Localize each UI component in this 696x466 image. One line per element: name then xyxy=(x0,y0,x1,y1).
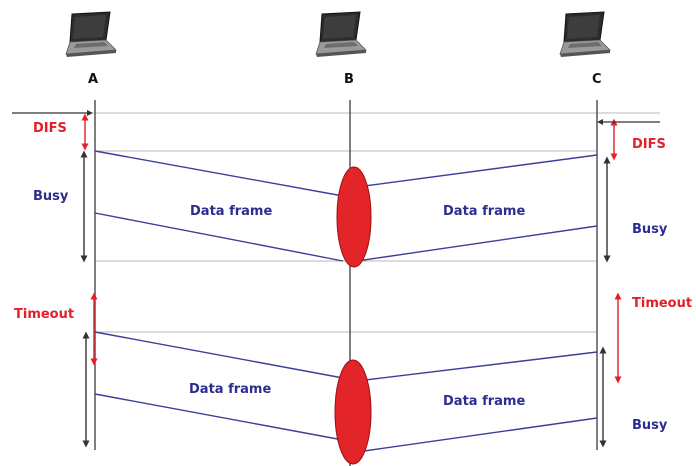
data-frame-label-3: Data frame xyxy=(189,382,272,397)
laptop-icon xyxy=(315,11,367,58)
data-frame-label-4: Data frame xyxy=(443,394,526,409)
node-label-b: B xyxy=(344,72,354,87)
timeout-label-c: Timeout xyxy=(632,296,693,311)
separator-lines xyxy=(12,112,660,333)
busy-arrows xyxy=(80,150,611,448)
red-arrows xyxy=(81,113,622,384)
busy-label-c1: Busy xyxy=(632,222,668,237)
difs-label-a: DIFS xyxy=(33,121,67,136)
laptop-icon xyxy=(559,11,611,58)
frame-lines xyxy=(94,150,598,453)
busy-label-a: Busy xyxy=(33,189,69,204)
laptop-icon xyxy=(65,11,117,58)
collision-icon xyxy=(336,166,372,268)
busy-label-c2: Busy xyxy=(632,418,668,433)
collision-icon xyxy=(334,359,372,465)
difs-label-c: DIFS xyxy=(632,137,666,152)
timeout-label-a: Timeout xyxy=(14,307,75,322)
node-label-c: C xyxy=(592,72,602,87)
data-frame-label-1: Data frame xyxy=(190,204,273,219)
node-label-a: A xyxy=(88,72,99,87)
data-frame-label-2: Data frame xyxy=(443,204,526,219)
